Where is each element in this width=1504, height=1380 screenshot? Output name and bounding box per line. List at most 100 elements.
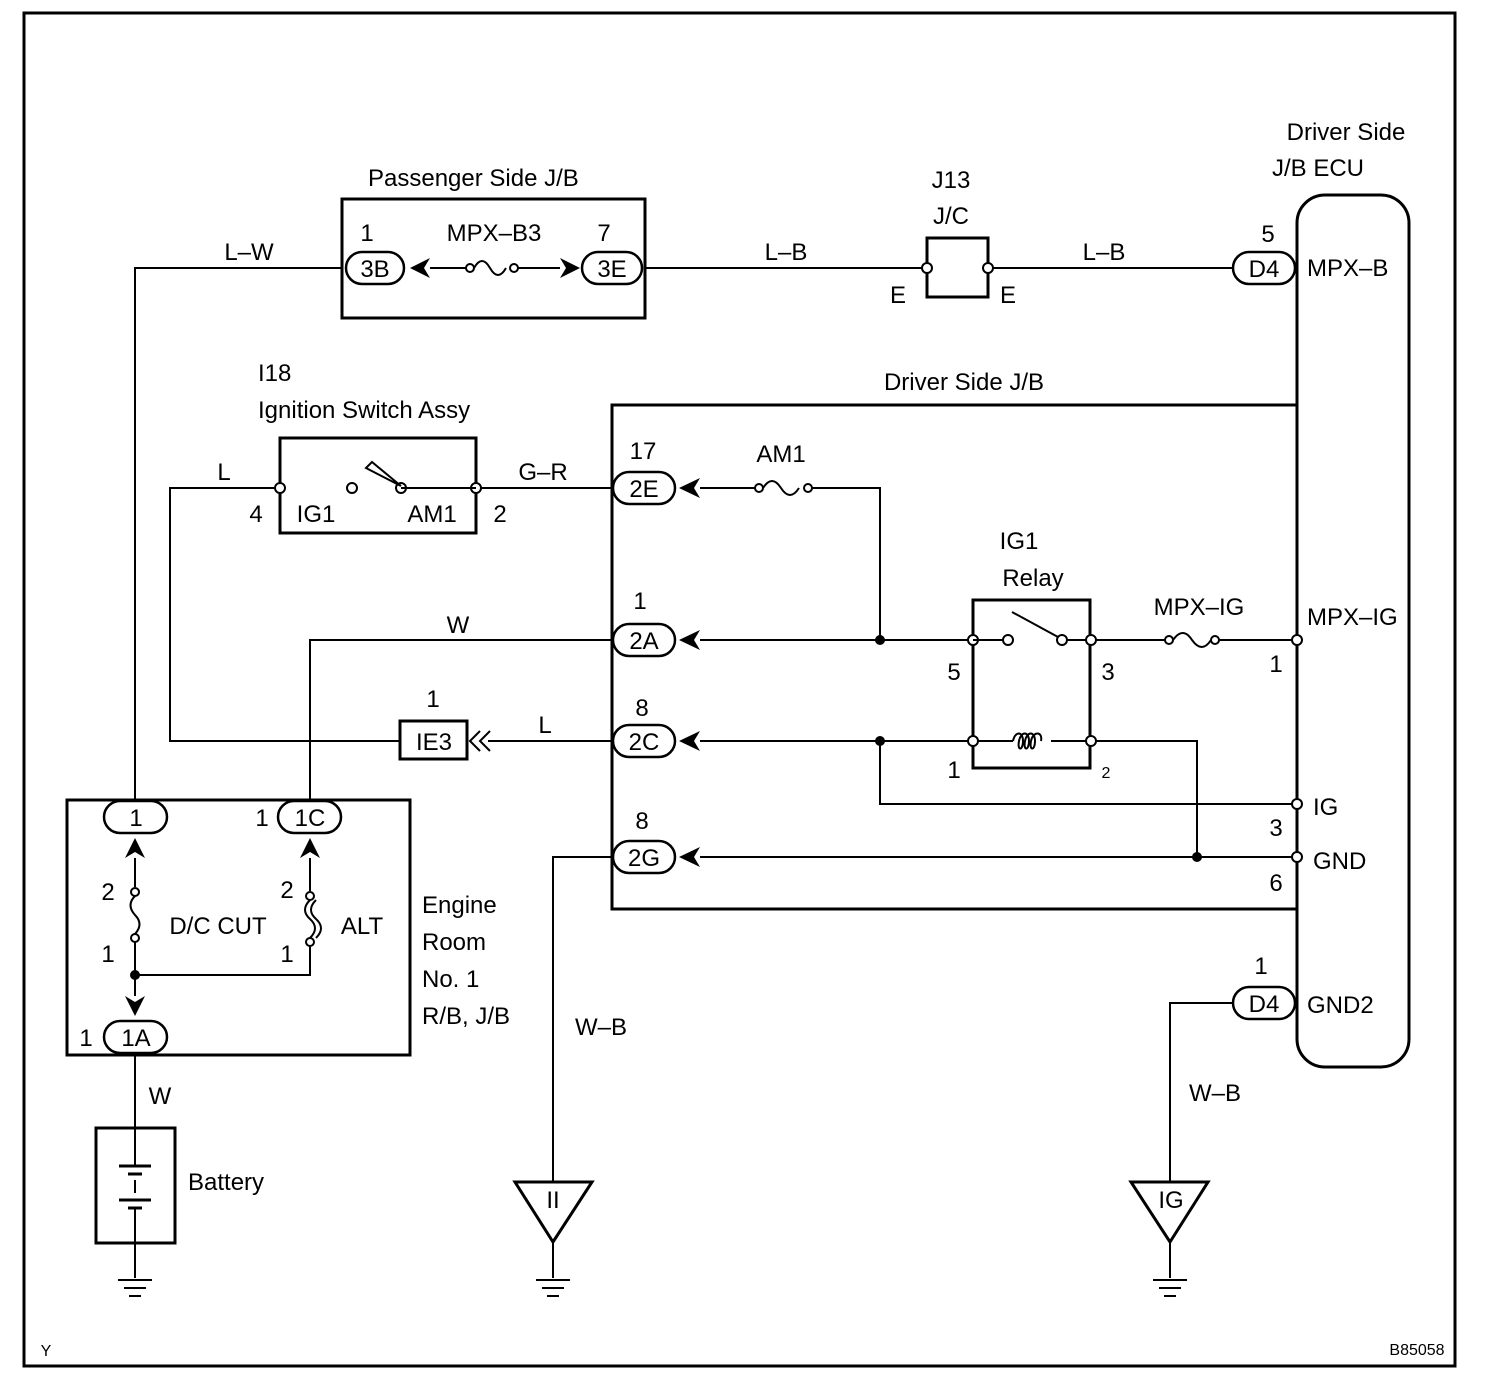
svg-text:Battery: Battery: [188, 1169, 264, 1196]
svg-text:MPX–B: MPX–B: [1307, 255, 1388, 282]
svg-text:2E: 2E: [629, 476, 658, 503]
connector-1: [102, 799, 169, 835]
svg-text:Ignition Switch Assy: Ignition Switch Assy: [258, 397, 470, 424]
arrow-3b: [410, 258, 430, 278]
wire-label-wb-ii: W–B: [575, 1014, 627, 1041]
svg-text:1: 1: [1269, 651, 1282, 678]
connector-2c: [611, 723, 677, 759]
svg-text:IG1: IG1: [1000, 528, 1039, 555]
svg-text:D4: D4: [1249, 991, 1280, 1018]
svg-text:8: 8: [635, 808, 648, 835]
ground-point-ii: II: [512, 1180, 595, 1245]
wire-label-gr: G–R: [518, 459, 567, 486]
diagram-frame: [22, 11, 1457, 1368]
svg-text:II: II: [546, 1187, 559, 1214]
svg-text:IE3: IE3: [416, 729, 452, 756]
svg-text:J/B ECU: J/B ECU: [1272, 155, 1364, 182]
connector-2e: [611, 470, 677, 506]
svg-text:GND2: GND2: [1307, 992, 1374, 1019]
junction-connector-j13: J13 J/C E E: [890, 167, 1016, 309]
wire-w: [309, 639, 612, 800]
wire-label-lb-right: L–B: [1083, 239, 1126, 266]
wire-label-w-bat: W: [149, 1083, 172, 1110]
svg-text:1: 1: [360, 220, 373, 247]
connector-d4-top: [1231, 250, 1297, 286]
wire-label-l-mid: L: [538, 712, 551, 739]
passenger-jb-label: Passenger Side J/B: [368, 165, 579, 192]
wire-label-w-mid: W: [447, 612, 470, 639]
driver-side-jb-ecu: Driver Side J/B ECU D4 5 MPX–B MPX–IG 1 …: [1231, 119, 1411, 1069]
svg-text:2: 2: [1102, 765, 1111, 782]
svg-text:E: E: [890, 282, 906, 309]
svg-text:Relay: Relay: [1002, 565, 1063, 592]
svg-text:3E: 3E: [597, 256, 626, 283]
wire-wb-ii: [552, 856, 612, 1182]
svg-text:D4: D4: [1249, 256, 1280, 283]
svg-text:1C: 1C: [295, 805, 326, 832]
svg-text:3: 3: [1101, 659, 1114, 686]
wire-label-lw: L–W: [224, 239, 274, 266]
svg-text:IG1: IG1: [297, 501, 336, 528]
svg-text:Driver Side: Driver Side: [1287, 119, 1406, 146]
svg-text:1: 1: [947, 757, 960, 784]
connector-3e: [580, 250, 644, 286]
svg-text:3: 3: [1269, 815, 1282, 842]
svg-text:Room: Room: [422, 929, 486, 956]
engine-room-rb-jb: 1 1C 1 1A 1 2 1 D/C CUT 2 1 ALT: [65, 798, 412, 1057]
wire-lw: [134, 267, 342, 800]
wire-l-ign: [169, 487, 400, 742]
svg-text:4: 4: [249, 501, 262, 528]
fuse-mpx-ig-label: MPX–IG: [1154, 594, 1245, 621]
footer-left: Y: [41, 1343, 52, 1360]
connector-3b: [344, 250, 406, 286]
svg-text:2: 2: [280, 877, 293, 904]
connector-ie3: IE3 1: [398, 686, 491, 761]
fuse-alt-label: ALT: [341, 913, 384, 940]
svg-text:1: 1: [79, 1025, 92, 1052]
svg-text:6: 6: [1269, 870, 1282, 897]
svg-text:R/B, J/B: R/B, J/B: [422, 1003, 510, 1030]
svg-text:E: E: [1000, 282, 1016, 309]
wire-label-l-top: L: [217, 459, 230, 486]
svg-text:I18: I18: [258, 360, 291, 387]
connector-1c: [276, 799, 343, 835]
battery: Battery: [94, 1126, 264, 1245]
svg-text:J13: J13: [932, 167, 971, 194]
svg-text:1A: 1A: [121, 1025, 150, 1052]
connector-1a: [102, 1019, 169, 1055]
passenger-side-jb: Passenger Side J/B 3B 1 MPX–B3 3E 7: [340, 165, 647, 320]
connector-2a: [611, 622, 677, 658]
svg-text:IG: IG: [1158, 1187, 1183, 1214]
figure-code: B85058: [1389, 1342, 1444, 1359]
svg-text:2A: 2A: [629, 628, 658, 655]
svg-text:Engine: Engine: [422, 892, 497, 919]
wire-label-lb-left: L–B: [765, 239, 808, 266]
svg-text:1: 1: [129, 805, 142, 832]
svg-text:Driver Side J/B: Driver Side J/B: [884, 369, 1044, 396]
chassis-ground-battery: [118, 1279, 152, 1297]
svg-text:1: 1: [426, 686, 439, 713]
svg-text:2C: 2C: [629, 729, 660, 756]
svg-text:5: 5: [947, 659, 960, 686]
ig1-relay: IG1 Relay 5 3 1 2: [947, 528, 1114, 784]
svg-text:2: 2: [101, 879, 114, 906]
svg-text:5: 5: [1261, 221, 1274, 248]
svg-text:AM1: AM1: [407, 501, 456, 528]
svg-text:2G: 2G: [628, 845, 660, 872]
ignition-switch-assy: I18 Ignition Switch Assy IG1 AM1 4 2: [249, 360, 507, 535]
arrow-3e: [560, 258, 580, 278]
svg-text:3B: 3B: [360, 256, 389, 283]
svg-text:1: 1: [101, 941, 114, 968]
ground-point-ig: IG: [1128, 1180, 1211, 1245]
fuse-dc-cut-label: D/C CUT: [169, 913, 267, 940]
chassis-ground-ii: [536, 1279, 570, 1297]
svg-text:7: 7: [597, 220, 610, 247]
svg-text:1: 1: [1254, 953, 1267, 980]
svg-text:J/C: J/C: [933, 203, 969, 230]
svg-text:No. 1: No. 1: [422, 966, 479, 993]
svg-text:1: 1: [280, 941, 293, 968]
wire-label-wb-ig: W–B: [1189, 1080, 1241, 1107]
fuse-mpx-b3-label: MPX–B3: [447, 220, 542, 247]
connector-d4-bottom: [1231, 985, 1297, 1021]
